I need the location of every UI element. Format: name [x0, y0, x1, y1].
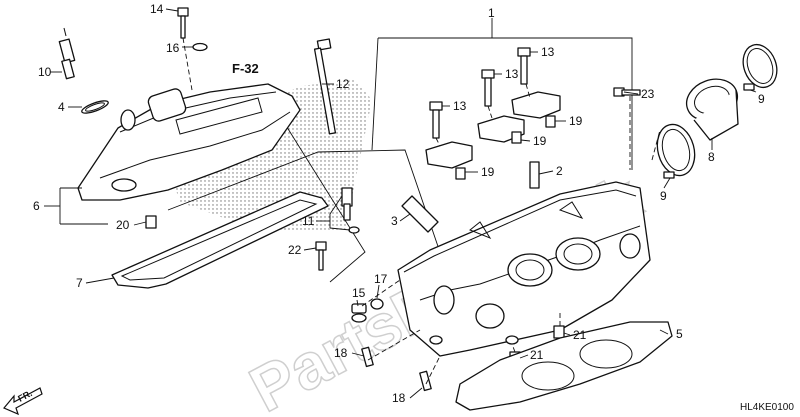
- cylinder-head-assembly-box: [378, 37, 633, 170]
- label-10: 10: [38, 65, 52, 79]
- label-2: 2: [556, 164, 563, 178]
- cam-holder-bolt-13b: [481, 69, 495, 107]
- guide-pin: [401, 195, 439, 233]
- valve-guide: [529, 161, 540, 189]
- stud-bolt-18b: [419, 370, 432, 392]
- label-19b: 19: [533, 134, 547, 148]
- cylinder-head-cover: [77, 83, 301, 201]
- label-21b: 21: [530, 348, 544, 362]
- label-23: 23: [641, 87, 655, 101]
- label-13c: 13: [453, 99, 467, 113]
- long-stud-bolt: [313, 38, 337, 135]
- label-18a: 18: [334, 346, 348, 360]
- assembly-box-left: [371, 37, 379, 151]
- label-4: 4: [58, 100, 65, 114]
- label-22: 22: [288, 243, 302, 257]
- intake-insulator: [685, 78, 739, 141]
- dowel-19c: [455, 167, 466, 180]
- label-5: 5: [676, 327, 683, 341]
- sealing-cap: [351, 303, 367, 323]
- cam-holder-bolt-13c: [429, 101, 443, 139]
- cylinder-head: [397, 181, 651, 357]
- label-11: 11: [302, 214, 315, 228]
- label-3: 3: [391, 214, 398, 228]
- dowel-19a: [545, 115, 556, 128]
- label-1: 1: [488, 6, 495, 20]
- front-direction-arrow: FR.: [3, 387, 43, 416]
- head-gasket: [455, 321, 673, 411]
- head-gasket-bore-b: [579, 339, 633, 369]
- label-12: 12: [336, 77, 350, 91]
- label-19c: 19: [481, 165, 495, 179]
- leader-lines: [44, 8, 757, 399]
- spark-plug: [58, 27, 76, 80]
- head-gasket-bore-a: [521, 361, 575, 391]
- stud-bolt-18a: [361, 346, 374, 368]
- label-21a: 21: [573, 328, 587, 342]
- cover-bolt: [177, 7, 189, 39]
- front-direction-label: FR.: [16, 388, 33, 404]
- reference-label: F-32: [232, 61, 259, 76]
- label-13a: 13: [541, 45, 555, 59]
- label-6: 6: [33, 199, 40, 213]
- label-20: 20: [116, 218, 130, 232]
- label-17: 17: [374, 272, 388, 286]
- diagram-code: HL4KE0100: [740, 402, 794, 413]
- gasket-box: [167, 149, 471, 341]
- label-9b: 9: [660, 189, 667, 203]
- label-8: 8: [708, 150, 715, 164]
- label-13b: 13: [505, 67, 519, 81]
- label-7: 7: [76, 276, 83, 290]
- hose-clamp-lower: [656, 123, 696, 179]
- small-bolt: [315, 241, 327, 271]
- label-14: 14: [150, 2, 164, 16]
- label-18b: 18: [392, 391, 406, 405]
- label-19a: 19: [569, 114, 583, 128]
- cover-gasket-inner: [120, 199, 318, 281]
- label-15: 15: [352, 286, 366, 300]
- cam-holder-a: [511, 91, 561, 119]
- cam-holder-c: [425, 141, 473, 169]
- dashed-guide-lines: [182, 37, 661, 385]
- temperature-sensor: [341, 187, 360, 234]
- dowel-19b: [511, 131, 522, 144]
- label-9a: 9: [758, 92, 765, 106]
- cam-holder-bolt-13a: [517, 47, 531, 85]
- cover-washer: [192, 42, 208, 52]
- label-16: 16: [166, 41, 180, 55]
- plug-o-ring: [81, 100, 109, 114]
- plug-o-ring-small: [370, 298, 384, 310]
- cover-gasket: [111, 191, 329, 289]
- cover-dowel: [145, 215, 157, 229]
- head-dowel-21a: [553, 325, 565, 339]
- dotted-region: [170, 80, 372, 232]
- hose-clamp-upper: [742, 43, 778, 91]
